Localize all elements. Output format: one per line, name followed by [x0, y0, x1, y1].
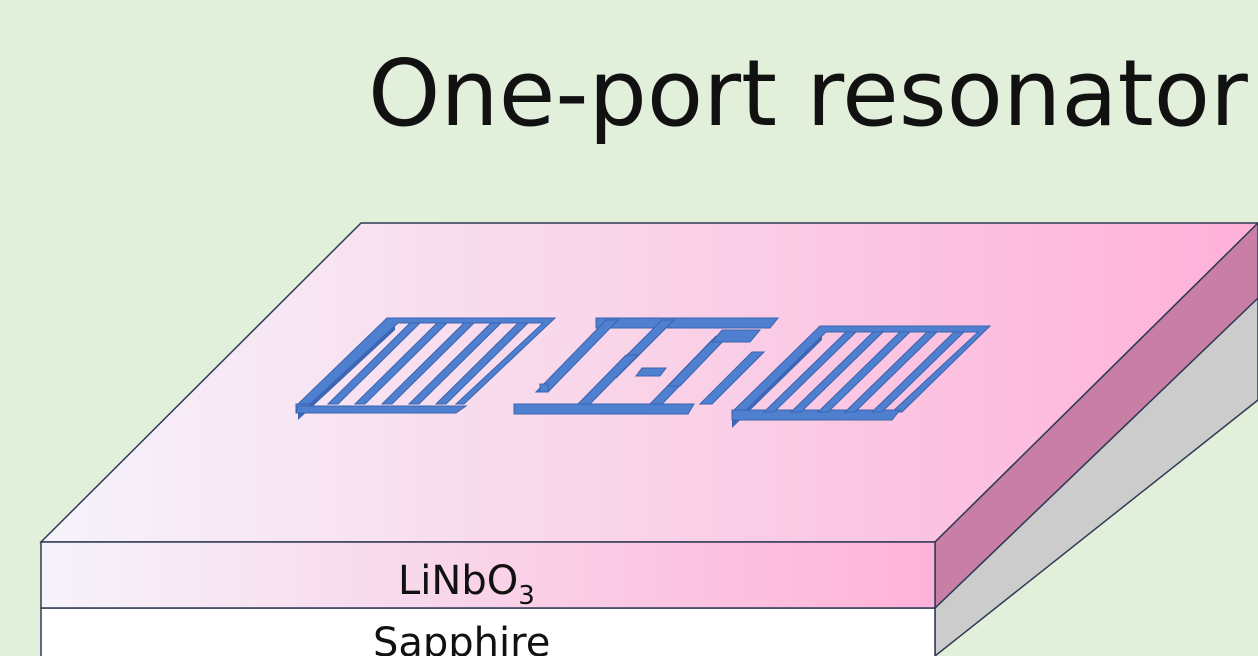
sapphire-label: Sapphire: [373, 620, 550, 656]
center-idt-electrode: [513, 317, 780, 415]
right-reflector-grating: [730, 325, 992, 428]
left-reflector-grating: [295, 317, 557, 420]
sapphire-front-face: [40, 607, 936, 656]
linbo3-front-face: [40, 541, 936, 609]
linbo3-subscript: 3: [518, 581, 535, 611]
linbo3-label: LiNbO3: [398, 558, 535, 611]
diagram-title: One-port resonator: [368, 40, 1248, 147]
